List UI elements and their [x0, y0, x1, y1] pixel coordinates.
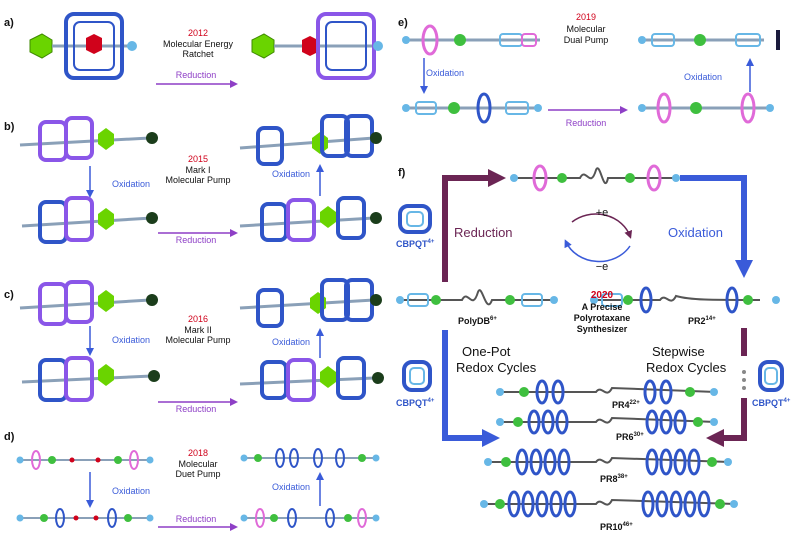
panel-e-arrow-right-label: Reduction — [566, 118, 607, 128]
panel-e: e) 2019 Molecular Dual Pump Oxidation — [398, 12, 780, 128]
panel-a-molecule-left — [29, 12, 137, 80]
panel-f-minus-e: −e — [596, 261, 609, 273]
panel-f-cbpqt-icon-upper — [398, 204, 432, 234]
panel-f-plus-e-arc — [571, 213, 633, 239]
panel-f-pr8-label: PR838+ — [600, 474, 628, 484]
panel-f-one-pot-2: Redox Cycles — [456, 360, 537, 375]
panel-f-polydb-molecule — [396, 289, 558, 307]
panel-b-molecule-bottom-left — [21, 196, 158, 244]
panel-d-label: d) — [4, 431, 15, 443]
panel-f-cbpqt-icon-lower — [402, 360, 432, 392]
panel-b-arrow-down-label: Oxidation — [112, 179, 150, 189]
panel-d-arrow-down-label: Oxidation — [112, 486, 150, 496]
panel-f-center-title-2: Polyrotaxane — [574, 313, 631, 323]
panel-b-label: b) — [4, 121, 15, 133]
panel-f-pr4-molecule — [496, 379, 718, 405]
panel-b-arrow-right-label: Reduction — [176, 235, 217, 245]
panel-a: a) 2012 Molecular Energy Ratchet Reducti… — [4, 12, 383, 88]
panel-c-arrow-up-label: Oxidation — [272, 337, 310, 347]
panel-f-pr6-molecule — [496, 409, 718, 435]
panel-f-cbpqt-icon-right — [758, 360, 784, 392]
panel-d-molecule-bottom-right — [240, 508, 380, 528]
panel-e-title-1: Molecular — [566, 24, 605, 34]
panel-c-year: 2016 — [188, 314, 208, 324]
panel-d-title-2: Duet Pump — [175, 469, 220, 479]
panel-c-molecule-top-left — [19, 280, 158, 326]
panel-a-year: 2012 — [188, 28, 208, 38]
panel-f-label: f) — [398, 167, 406, 179]
panel-c-title-2: Molecular Pump — [165, 335, 230, 345]
panel-f-polydb-label: PolyDB6+ — [458, 316, 497, 326]
panel-f: f) CBPQT4+ Reduction Oxidation — [396, 164, 791, 532]
panel-f-reduction-label: Reduction — [454, 225, 513, 240]
panel-c-molecule-top-right — [239, 278, 382, 328]
panel-b-year: 2015 — [188, 154, 208, 164]
panel-f-cbpqt-upper-label: CBPQT4+ — [396, 239, 435, 249]
panel-e-arrow-up-label: Oxidation — [684, 72, 722, 82]
panel-f-dot-1 — [742, 370, 746, 374]
panel-b-molecule-top-left — [19, 116, 158, 162]
panel-a-title-1: Molecular Energy — [163, 39, 234, 49]
panel-b: b) Oxidation 2015 Mark I Molecular Pump … — [4, 114, 382, 245]
panel-c-arrow-right-label: Reduction — [176, 404, 217, 414]
panel-d-arrow-up-label: Oxidation — [272, 482, 310, 492]
panel-f-oxidation-arrow — [680, 175, 753, 278]
panel-f-pr10-label: PR1046+ — [600, 522, 633, 532]
panel-f-pr4-label: PR422+ — [612, 400, 640, 410]
panel-f-one-pot-arrow — [442, 330, 500, 447]
panel-f-stepwise-2: Redox Cycles — [646, 360, 727, 375]
panel-e-molecule-bottom-right — [638, 92, 774, 124]
panel-e-title-2: Dual Pump — [564, 35, 609, 45]
panel-e-arrow-down-label: Oxidation — [426, 68, 464, 78]
panel-a-label: a) — [4, 17, 14, 29]
panel-b-arrow-up-label: Oxidation — [272, 169, 310, 179]
panel-e-molecule-bottom-left — [402, 92, 542, 124]
panel-f-top-molecule — [510, 164, 680, 192]
panel-f-pr8-molecule — [484, 448, 732, 476]
panel-a-molecule-right — [251, 12, 383, 80]
panel-b-molecule-bottom-right — [239, 196, 382, 242]
panel-d-year: 2018 — [188, 448, 208, 458]
panel-d-molecule-top-left — [16, 450, 154, 470]
panel-f-dot-3 — [742, 386, 746, 390]
panel-d-molecule-top-right — [240, 448, 380, 468]
panel-f-center-title-3: Synthesizer — [577, 324, 628, 334]
panel-f-pr6-label: PR630+ — [616, 432, 644, 442]
panel-c-arrow-down-label: Oxidation — [112, 335, 150, 345]
panel-b-title-2: Molecular Pump — [165, 175, 230, 185]
panel-f-pr2-molecule — [590, 286, 780, 314]
panel-f-dot-2 — [742, 378, 746, 382]
panel-d-title-1: Molecular — [178, 459, 217, 469]
panel-f-pr2-label: PR214+ — [688, 316, 716, 326]
panel-f-pr10-molecule — [480, 490, 738, 518]
panel-f-plus-e: +e — [596, 207, 609, 219]
panel-c-label: c) — [4, 289, 14, 301]
panel-f-center-title-1: A Precise — [582, 302, 623, 312]
panel-e-molecule-top-right — [638, 30, 780, 50]
panel-e-molecule-top-left — [402, 24, 540, 56]
panel-f-one-pot-1: One-Pot — [462, 344, 511, 359]
panel-e-year: 2019 — [576, 12, 596, 22]
panel-a-title-2: Ratchet — [182, 49, 214, 59]
panel-d-molecule-bottom-left — [16, 508, 154, 528]
panel-e-label: e) — [398, 17, 408, 29]
panel-b-title-1: Mark I — [185, 165, 210, 175]
panel-b-molecule-top-right — [239, 114, 382, 166]
panel-c-title-1: Mark II — [184, 325, 212, 335]
panel-d-arrow-right-label: Reduction — [176, 514, 217, 524]
panel-d: d) Oxidation 2018 Molecular Duet Pump Re… — [4, 431, 380, 531]
panel-f-stepwise-arrow-bottom — [706, 398, 747, 447]
panel-f-stepwise-1: Stepwise — [652, 344, 705, 359]
panel-f-cbpqt-lower-left-label: CBPQT4+ — [396, 398, 435, 408]
panel-f-year: 2020 — [591, 290, 614, 301]
panel-f-cbpqt-right-label: CBPQT4+ — [752, 398, 791, 408]
panel-c-molecule-bottom-right — [239, 356, 384, 402]
panel-c-molecule-bottom-left — [21, 356, 160, 402]
panel-a-arrow-label: Reduction — [176, 70, 217, 80]
panel-f-oxidation-label: Oxidation — [668, 225, 723, 240]
panel-c: c) Oxidation 2016 Mark II Molecular Pump… — [4, 278, 384, 414]
panel-f-reduction-arrow — [442, 169, 506, 282]
panel-f-minus-e-arc — [564, 239, 631, 263]
